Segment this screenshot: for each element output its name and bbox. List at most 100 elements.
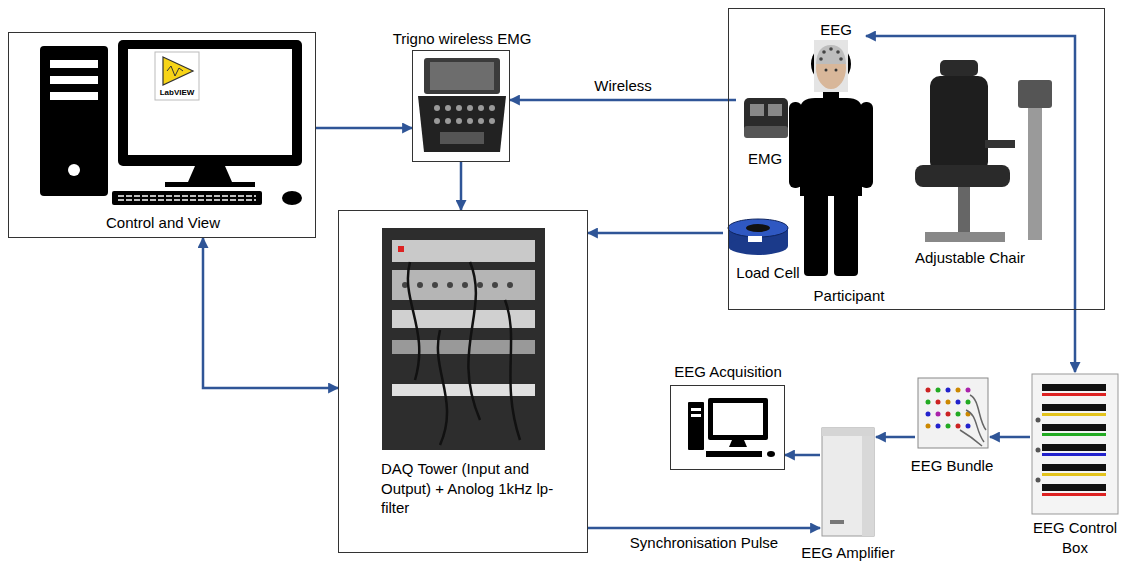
eeg-control-box-device xyxy=(1042,433,1106,436)
emg-base-station-case xyxy=(434,118,440,124)
labview-logo xyxy=(155,52,199,100)
eeg-control-box-device xyxy=(1042,393,1106,396)
emg-sensor-device xyxy=(744,98,788,138)
eeg-bundle-device xyxy=(926,400,931,405)
eeg-amplifier-device xyxy=(822,428,874,536)
acquisition-pc-icon xyxy=(691,408,701,411)
daq-tower-photo xyxy=(408,262,520,445)
emg-base-station-case xyxy=(456,118,462,124)
eeg-cap-photo xyxy=(814,40,848,92)
emg-base-station-case xyxy=(489,118,495,124)
daq-tower-photo xyxy=(447,282,453,288)
daq-tower-photo xyxy=(392,340,535,354)
eeg-bundle-device xyxy=(926,424,931,429)
keyboard-icon xyxy=(112,191,262,205)
adjustable-chair xyxy=(925,232,1005,242)
eeg-cap-photo xyxy=(839,57,843,61)
eeg-amplifier-device xyxy=(822,428,874,436)
control-computer-box: Control and View xyxy=(8,32,316,238)
eeg-bundle-device xyxy=(966,424,971,429)
participant-silhouette xyxy=(800,98,862,196)
load-cell-device xyxy=(746,224,770,232)
emg-base-station-case xyxy=(434,105,440,111)
eeg-cap-photo xyxy=(814,40,848,92)
emg-base-station-case xyxy=(467,118,473,124)
eeg-control-box-device xyxy=(1042,424,1106,431)
adjustable-chair xyxy=(1028,92,1042,240)
emg-base-station-case xyxy=(418,96,506,152)
arrow-connector xyxy=(460,162,463,210)
labview-logo xyxy=(167,66,183,76)
eeg-bundle: EEG Bundle xyxy=(915,375,990,450)
eeg-bundle-device xyxy=(918,378,988,448)
eeg-bundle-device xyxy=(918,378,988,448)
eeg-bundle-device xyxy=(926,412,931,417)
daq-tower-photo xyxy=(417,282,423,288)
eeg-cap-photo xyxy=(836,50,840,54)
eeg-control-box-device xyxy=(1042,473,1106,476)
arrow-connector xyxy=(785,454,820,457)
participant-silhouette xyxy=(789,102,802,188)
node-label: Trigno wireless EMG xyxy=(393,29,532,49)
acquisition-pc-icon xyxy=(691,414,701,417)
eeg-control-box-device xyxy=(1042,384,1106,391)
load-cell-device xyxy=(748,236,762,242)
node-label: EEG Bundle xyxy=(911,456,994,476)
node-label: DAQ Tower (Input and Output) + Anolog 1k… xyxy=(381,459,566,518)
connector-label: Wireless xyxy=(591,76,655,96)
emg-sensor: EMG xyxy=(736,89,794,171)
emg-base-station-case xyxy=(418,58,506,152)
labview-logo xyxy=(155,52,199,100)
eeg-control-box-device xyxy=(1032,374,1118,514)
daq-tower-photo xyxy=(392,240,535,262)
emg-sensor-device xyxy=(744,98,788,138)
participant-silhouette xyxy=(804,190,828,276)
eeg-control-box: EEG Control Box xyxy=(1030,372,1120,515)
node-label: Control and View xyxy=(106,213,220,233)
acquisition-pc-icon xyxy=(706,451,762,457)
daq-tower-photo xyxy=(462,282,468,288)
eeg-bundle-device xyxy=(946,400,951,405)
acquisition-pc-icon xyxy=(708,398,768,440)
daq-tower-photo xyxy=(382,228,545,450)
emg-base-station-case xyxy=(478,105,484,111)
daq-tower-photo xyxy=(382,228,545,450)
participant-silhouette xyxy=(860,102,873,188)
eeg-bundle-device xyxy=(936,424,941,429)
monitor-icon xyxy=(118,40,302,166)
emg-sensor-device xyxy=(744,126,788,138)
adjustable-chair xyxy=(930,76,988,172)
computer-tower-icon xyxy=(68,164,80,176)
computer-tower-icon xyxy=(40,46,108,196)
monitor-icon xyxy=(165,182,255,187)
eeg-amplifier-device xyxy=(830,520,844,524)
acquisition-pc-icon xyxy=(688,398,775,457)
eeg-acquisition-pc-box: EEG Acquisition xyxy=(670,385,785,470)
adjustable-chair xyxy=(1018,80,1052,108)
eeg-bundle-device xyxy=(936,388,941,393)
node-label: EEG xyxy=(820,20,852,40)
emg-base-station-case xyxy=(445,118,451,124)
monitor-icon xyxy=(128,49,292,155)
eeg-cap-sensor: EEG xyxy=(806,19,866,99)
acquisition-pc-icon xyxy=(688,402,704,450)
eeg-bundle-device xyxy=(956,424,961,429)
eeg-bundle-device xyxy=(946,412,951,417)
adjustable-chair xyxy=(915,60,1052,242)
eeg-amplifier-device xyxy=(862,436,874,536)
eeg-control-box-device xyxy=(1042,464,1106,471)
eeg-control-box-device xyxy=(1036,418,1041,423)
keyboard-icon xyxy=(112,191,262,205)
arrow-connector xyxy=(990,436,1030,439)
acquisition-pc-icon xyxy=(729,440,747,447)
daq-tower-photo xyxy=(477,282,483,288)
participant-silhouette xyxy=(789,44,873,276)
load-cell-device xyxy=(728,219,788,255)
eeg-bundle-device xyxy=(936,400,941,405)
emg-base-station-case xyxy=(478,118,484,124)
daq-tower-photo xyxy=(392,270,535,300)
eeg-bundle-device xyxy=(956,412,961,417)
adjustable-chair xyxy=(915,165,1010,187)
emg-base-station-case xyxy=(489,105,495,111)
